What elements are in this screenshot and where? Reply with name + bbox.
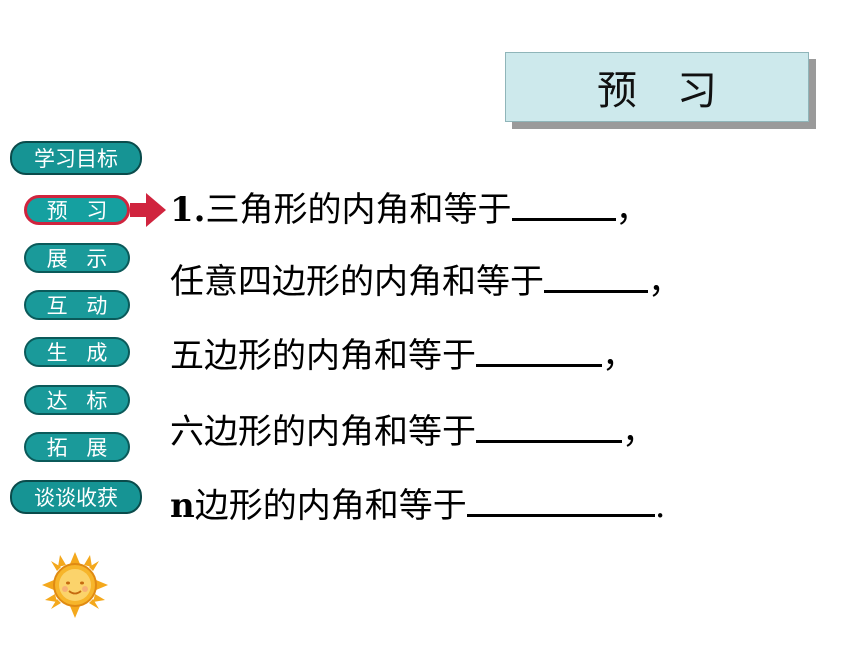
question-text: 边形的内角和等于: [194, 486, 467, 526]
punctuation: ，: [622, 412, 656, 452]
punctuation: ，: [648, 262, 682, 302]
question-line-4: 六边形的内角和等于 ，: [170, 404, 656, 453]
nav-generate-button[interactable]: 生 成: [24, 337, 130, 367]
question-text: 五边形的内角和等于: [170, 336, 476, 376]
nav-assess-button[interactable]: 达 标: [24, 385, 130, 415]
nav-summary-button[interactable]: 谈谈收获: [10, 480, 142, 514]
punctuation: ，: [615, 190, 650, 230]
answer-blank: [511, 190, 616, 221]
variable-n: n: [170, 486, 195, 526]
page-title: 预 习: [505, 52, 809, 122]
nav-goals-button[interactable]: 学习目标: [10, 141, 142, 175]
nav-extend-button[interactable]: 拓 展: [24, 432, 130, 462]
answer-blank: [476, 336, 602, 367]
punctuation: ，: [602, 336, 636, 376]
answer-blank: [476, 412, 622, 443]
nav-preview-button[interactable]: 预 习: [24, 195, 130, 225]
question-number: 1.: [170, 190, 206, 230]
question-line-5: n边形的内角和等于.: [170, 478, 666, 527]
question-text: 三角形的内角和等于: [205, 190, 512, 230]
question-text: 六边形的内角和等于: [170, 412, 476, 452]
question-text: 任意四边形的内角和等于: [170, 262, 544, 302]
question-line-3: 五边形的内角和等于 ，: [170, 328, 636, 377]
answer-blank: [544, 262, 648, 293]
question-line-2: 任意四边形的内角和等于 ，: [170, 254, 682, 303]
answer-blank: [466, 486, 655, 517]
sun-icon: [42, 552, 108, 618]
question-line-1: 1.三角形的内角和等于 ，: [170, 182, 650, 231]
punctuation: .: [654, 486, 666, 526]
arrow-right-icon: [130, 193, 166, 227]
nav-interact-button[interactable]: 互 动: [24, 290, 130, 320]
nav-display-button[interactable]: 展 示: [24, 243, 130, 273]
